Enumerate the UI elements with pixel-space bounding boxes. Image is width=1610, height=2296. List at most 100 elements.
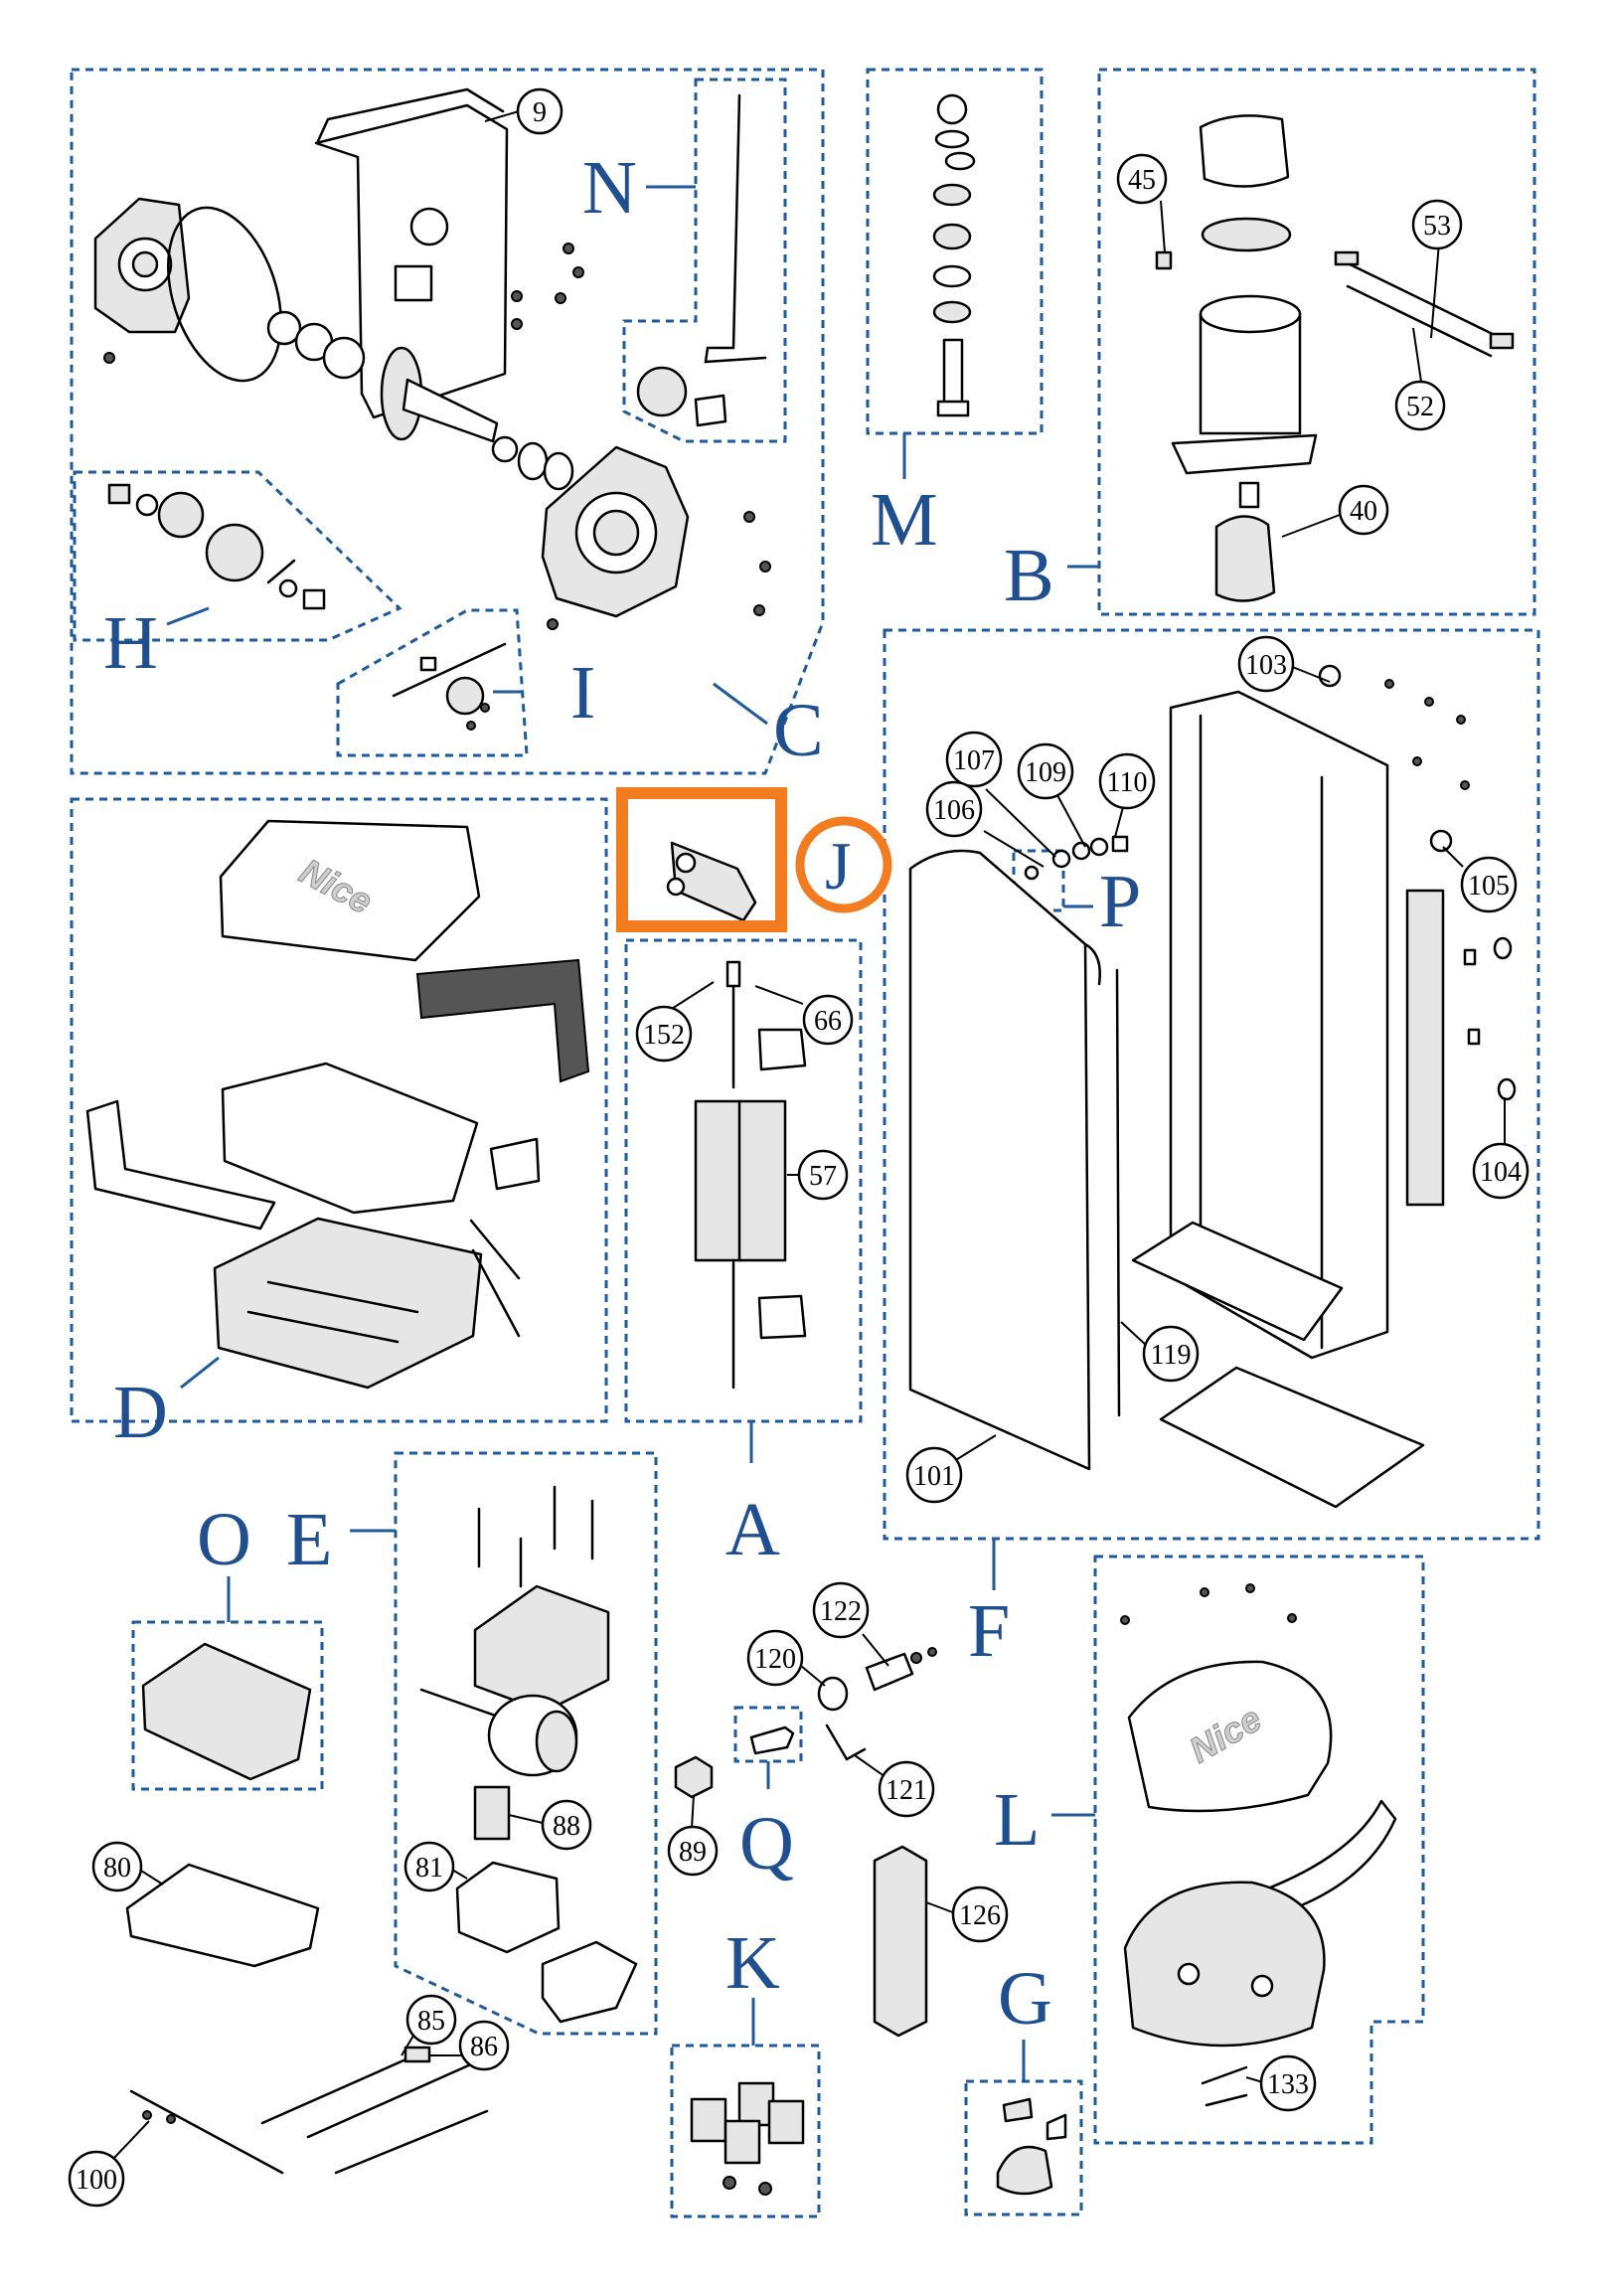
part-cover-top: Nice bbox=[219, 819, 481, 962]
part-gasket-d bbox=[221, 1062, 479, 1215]
frame-b bbox=[1097, 68, 1536, 616]
callout-107-label: 107 bbox=[953, 745, 995, 776]
pleader-100 bbox=[112, 2120, 150, 2160]
callout-119-label: 119 bbox=[1151, 1340, 1192, 1371]
pleader-105 bbox=[1442, 846, 1464, 868]
part-column-body bbox=[1131, 690, 1389, 1360]
part-lock-cylinder bbox=[817, 1647, 937, 1761]
callout-120: 120 bbox=[746, 1629, 804, 1687]
part-gasket bbox=[167, 206, 282, 383]
group-leaders bbox=[166, 185, 1099, 2081]
pleader-85 bbox=[401, 2035, 414, 2056]
pleader-40 bbox=[1281, 514, 1341, 538]
part-126 bbox=[873, 1845, 928, 2038]
callout-85: 85 bbox=[405, 1994, 457, 2046]
part-key-q bbox=[749, 1725, 795, 1755]
frame-i bbox=[336, 608, 529, 757]
pleader-9 bbox=[484, 110, 520, 122]
callout-152: 152 bbox=[635, 1005, 693, 1063]
part-cover-101 bbox=[908, 849, 1101, 1471]
callout-85-label: 85 bbox=[417, 2006, 445, 2037]
part-shaft bbox=[266, 310, 574, 491]
pleader-80 bbox=[140, 1870, 164, 1886]
pleader-66 bbox=[754, 985, 804, 1005]
pleader-52 bbox=[1412, 327, 1422, 383]
part-led-bar bbox=[1405, 889, 1445, 1207]
callout-53-label: 53 bbox=[1423, 211, 1451, 242]
part-rod-119 bbox=[1115, 968, 1121, 1417]
part-bracket-d bbox=[489, 1137, 541, 1191]
group-label-l: L bbox=[994, 1778, 1040, 1862]
part-89 bbox=[674, 1755, 714, 1799]
callout-106: 106 bbox=[925, 780, 983, 838]
part-screws-c bbox=[103, 243, 771, 630]
pleader-120 bbox=[800, 1665, 826, 1687]
part-motor-b bbox=[1171, 114, 1318, 602]
pleader-53 bbox=[1430, 242, 1440, 339]
callout-45-label: 45 bbox=[1128, 165, 1156, 196]
frame-q bbox=[733, 1706, 803, 1763]
frame-c bbox=[70, 68, 825, 775]
part-flasher-g bbox=[996, 2097, 1067, 2196]
frame-d bbox=[70, 797, 608, 1423]
part-cable-n bbox=[636, 93, 767, 427]
callout-66: 66 bbox=[802, 994, 854, 1046]
callout-45: 45 bbox=[1116, 153, 1168, 205]
pleader-107 bbox=[985, 788, 1056, 858]
part-bracket-80 bbox=[125, 1863, 320, 1968]
callout-107: 107 bbox=[945, 731, 1003, 788]
part-column-m bbox=[932, 93, 976, 417]
callout-103-label: 103 bbox=[1245, 650, 1287, 681]
frame-o bbox=[131, 1620, 324, 1791]
callout-57: 57 bbox=[797, 1149, 849, 1201]
leader-h bbox=[166, 606, 210, 626]
callout-53: 53 bbox=[1411, 199, 1463, 250]
callout-9: 9 bbox=[516, 87, 564, 135]
callout-86-label: 86 bbox=[470, 2032, 498, 2062]
callout-106-label: 106 bbox=[933, 795, 975, 826]
group-label-p: P bbox=[1099, 860, 1141, 943]
group-label-n: N bbox=[582, 146, 637, 230]
pleader-106 bbox=[983, 830, 1045, 868]
part-transformer-e bbox=[473, 1485, 610, 1714]
callout-66-label: 66 bbox=[814, 1006, 842, 1037]
group-label-k: K bbox=[725, 1921, 780, 2005]
frame-l bbox=[1093, 1555, 1425, 2145]
group-label-i: I bbox=[570, 651, 595, 735]
group-label-b: B bbox=[1004, 534, 1054, 617]
part-capacitor-e bbox=[419, 1688, 578, 1777]
callout-104-label: 104 bbox=[1480, 1157, 1522, 1188]
frame-m bbox=[866, 68, 1044, 435]
part-lock-p bbox=[1024, 835, 1129, 881]
callout-40-label: 40 bbox=[1350, 496, 1377, 527]
pleader-45 bbox=[1160, 200, 1166, 253]
callout-126-label: 126 bbox=[959, 1900, 1001, 1931]
callout-105-label: 105 bbox=[1468, 871, 1510, 902]
callout-80-label: 80 bbox=[103, 1853, 131, 1884]
part-81 bbox=[455, 1861, 561, 1954]
group-label-c: C bbox=[773, 689, 824, 772]
callout-100-label: 100 bbox=[76, 2165, 117, 2196]
callout-81: 81 bbox=[403, 1841, 455, 1892]
callout-101-label: 101 bbox=[913, 1461, 955, 1492]
group-letters: N M B H I C J P D A O E F Q L K G bbox=[103, 146, 1141, 2041]
callout-121: 121 bbox=[878, 1760, 935, 1818]
part-133 bbox=[1201, 2065, 1248, 2107]
group-label-d: D bbox=[113, 1371, 168, 1454]
callout-119: 119 bbox=[1142, 1325, 1200, 1383]
group-label-g: G bbox=[998, 1957, 1052, 2041]
pleader-103 bbox=[1289, 665, 1331, 683]
part-gear-housing bbox=[541, 445, 690, 618]
pleader-101 bbox=[953, 1434, 997, 1462]
pleader-109 bbox=[1056, 794, 1086, 848]
part-wire-d bbox=[469, 1219, 521, 1280]
part-cables-bottom bbox=[129, 2046, 489, 2175]
callout-122: 122 bbox=[812, 1581, 870, 1639]
frame-p bbox=[1012, 849, 1065, 912]
callout-121-label: 121 bbox=[886, 1775, 927, 1806]
part-board-o bbox=[141, 1642, 312, 1781]
part-bracket-j bbox=[666, 841, 757, 922]
callout-105: 105 bbox=[1460, 856, 1518, 913]
callouts: 9 45 53 52 40 103 107 109 110 106 105 10… bbox=[68, 87, 1530, 2208]
